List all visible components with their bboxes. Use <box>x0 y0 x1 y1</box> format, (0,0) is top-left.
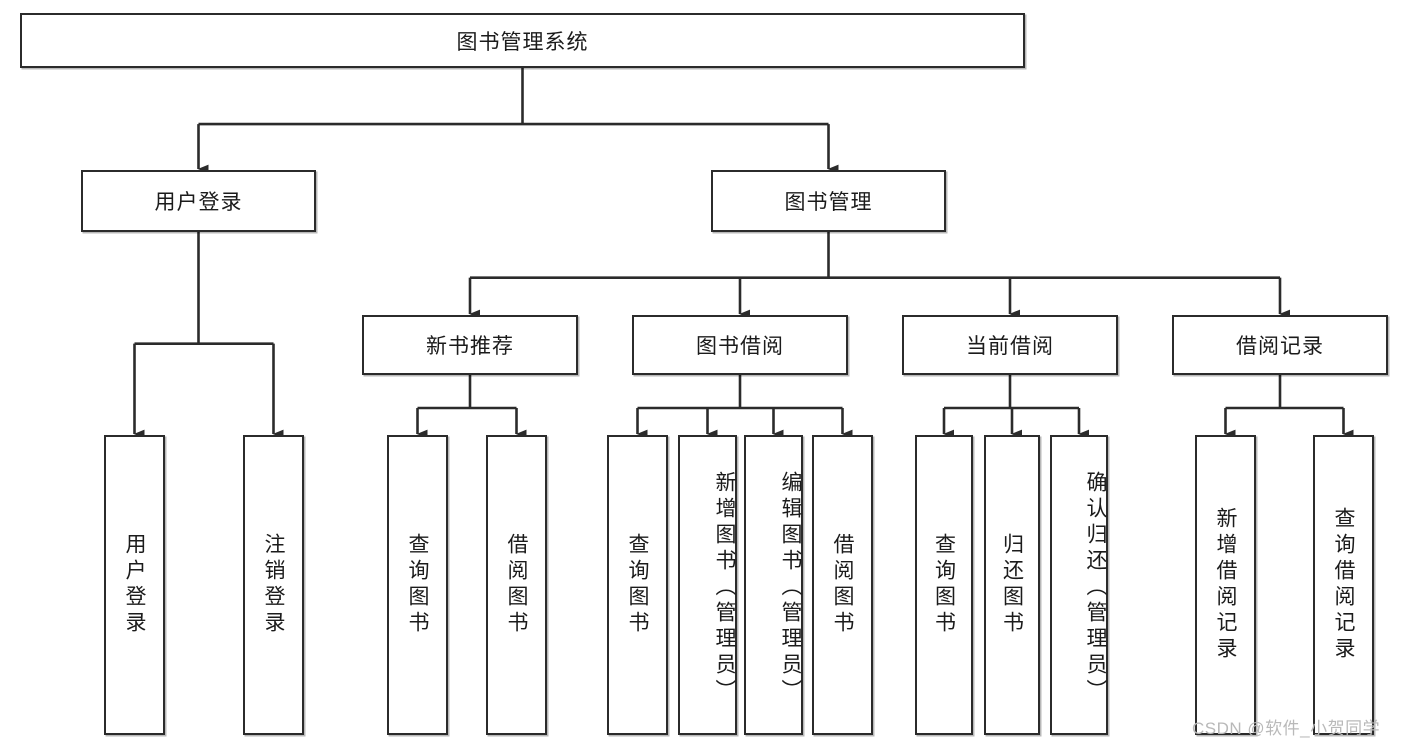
node-leaf-edit-book-label: 编辑图书（管理员） <box>779 471 802 705</box>
node-leaf-query-book-2-label: 查询图书 <box>626 533 649 637</box>
node-leaf-query-book-3-label: 查询图书 <box>932 533 956 637</box>
node-leaf-confirm-return-label: 确认归还（管理员） <box>1084 471 1107 705</box>
node-leaf-borrow-book-2[interactable]: 借阅图书 <box>812 435 873 735</box>
node-leaf-edit-book[interactable]: 编辑图书（管理员） <box>744 435 803 735</box>
node-leaf-borrow-book-2-label: 借阅图书 <box>831 533 854 637</box>
node-leaf-query-book-1-label: 查询图书 <box>406 533 429 637</box>
node-new-book-recommend[interactable]: 新书推荐 <box>362 315 578 375</box>
node-leaf-query-book-1[interactable]: 查询图书 <box>387 435 448 735</box>
node-leaf-borrow-book-1[interactable]: 借阅图书 <box>486 435 547 735</box>
node-leaf-query-record[interactable]: 查询借阅记录 <box>1313 435 1374 735</box>
node-leaf-add-record-label: 新增借阅记录 <box>1214 507 1237 663</box>
node-borrow-record[interactable]: 借阅记录 <box>1172 315 1388 375</box>
node-leaf-query-book-3[interactable]: 查询图书 <box>915 435 973 735</box>
node-leaf-logout[interactable]: 注销登录 <box>243 435 304 735</box>
node-leaf-return-book[interactable]: 归还图书 <box>984 435 1040 735</box>
node-new-book-recommend-label: 新书推荐 <box>426 335 514 358</box>
node-borrow-record-label: 借阅记录 <box>1236 335 1324 358</box>
csdn-watermark: CSDN @软件_小贺同学 <box>1192 719 1381 738</box>
node-leaf-query-book-2[interactable]: 查询图书 <box>607 435 668 735</box>
node-leaf-confirm-return[interactable]: 确认归还（管理员） <box>1050 435 1108 735</box>
node-leaf-add-record[interactable]: 新增借阅记录 <box>1195 435 1256 735</box>
node-leaf-user-login[interactable]: 用户登录 <box>104 435 165 735</box>
node-leaf-add-book[interactable]: 新增图书（管理员） <box>678 435 737 735</box>
node-leaf-query-record-label: 查询借阅记录 <box>1332 507 1355 663</box>
node-user-login[interactable]: 用户登录 <box>81 170 316 232</box>
node-book-manage[interactable]: 图书管理 <box>711 170 946 232</box>
node-user-login-label: 用户登录 <box>154 191 243 214</box>
node-leaf-return-book-label: 归还图书 <box>1000 533 1024 637</box>
node-leaf-borrow-book-1-label: 借阅图书 <box>505 533 528 637</box>
node-book-borrow-label: 图书借阅 <box>696 335 784 358</box>
node-leaf-user-login-label: 用户登录 <box>123 533 146 637</box>
node-book-manage-label: 图书管理 <box>784 191 873 214</box>
node-current-borrow[interactable]: 当前借阅 <box>902 315 1118 375</box>
node-current-borrow-label: 当前借阅 <box>966 335 1054 358</box>
node-root[interactable]: 图书管理系统 <box>20 13 1025 68</box>
node-root-label: 图书管理系统 <box>456 30 589 54</box>
node-leaf-add-book-label: 新增图书（管理员） <box>713 471 736 705</box>
node-leaf-logout-label: 注销登录 <box>262 533 285 637</box>
node-book-borrow[interactable]: 图书借阅 <box>632 315 848 375</box>
